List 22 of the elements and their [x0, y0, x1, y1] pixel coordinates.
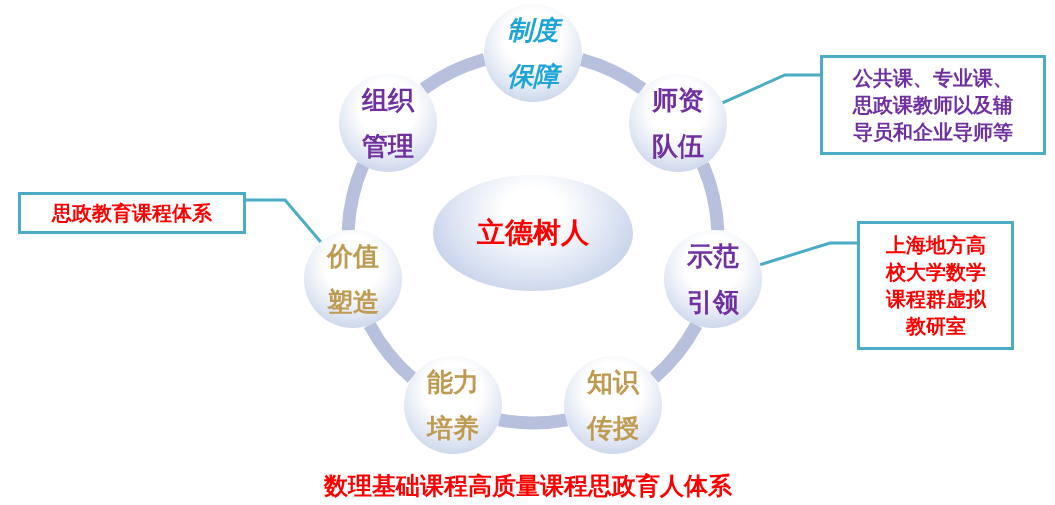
ring-segment — [420, 53, 487, 95]
ring-segment — [364, 321, 417, 383]
callout-box: 思政教育课程体系 — [18, 192, 246, 234]
leader-line — [759, 241, 859, 267]
topic-circle: 知识传授 — [564, 355, 663, 454]
topic-circle: 能力培养 — [403, 355, 502, 454]
ring-segment — [696, 162, 725, 232]
ring-segment — [579, 53, 646, 95]
topic-circle: 组织管理 — [339, 73, 438, 172]
callout-box: 公共课、专业课、思政课教师以及辅导员和企业导师等 — [820, 55, 1046, 155]
ring-segment — [498, 413, 568, 430]
leader-line — [244, 198, 322, 243]
caption: 数理基础课程高质量课程思政育人体系 — [322, 471, 733, 502]
topic-circle: 价值塑造 — [303, 230, 402, 329]
ring-segment — [649, 321, 702, 383]
topic-circle: 师资队伍 — [628, 73, 727, 172]
topic-circle: 示范引领 — [664, 230, 763, 329]
leader-line — [721, 73, 822, 105]
center-ellipse: 立德树人 — [433, 175, 633, 291]
callout-box: 上海地方高校大学数学课程群虚拟教研室 — [857, 221, 1014, 350]
topic-circle: 制度保障 — [484, 4, 582, 102]
ring-segment — [341, 162, 370, 232]
